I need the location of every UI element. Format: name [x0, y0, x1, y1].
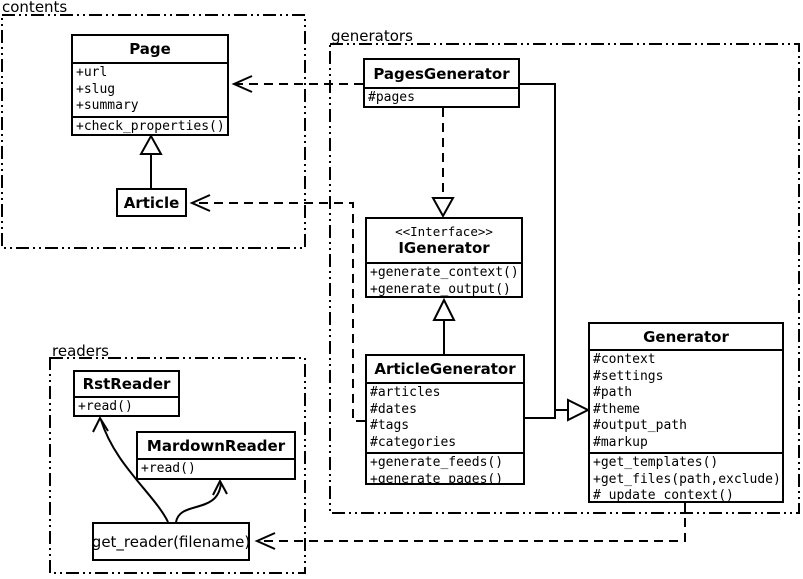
attribute: #markup	[593, 434, 648, 450]
attribute: +url	[76, 65, 108, 80]
class-generator-title: Generator	[590, 324, 782, 349]
edge-article-extends-page	[139, 133, 163, 188]
method: #_update_context()	[593, 488, 734, 503]
method: +generate_feeds()	[370, 455, 504, 470]
attribute: +slug	[76, 81, 116, 97]
class-pagesgenerator: PagesGenerator #pages	[363, 58, 520, 108]
attribute: #context	[593, 352, 656, 367]
class-generator: Generator #context #settings #path #them…	[588, 322, 784, 503]
method: +read()	[78, 399, 133, 414]
attribute: #articles	[370, 385, 441, 400]
class-generator-methods: +get_templates() +get_files(path,exclude…	[590, 452, 782, 503]
package-generators-border	[329, 43, 800, 514]
class-page-attributes: +url +slug +summary	[73, 62, 227, 116]
package-label-generators: generators	[331, 27, 413, 45]
attribute: #dates	[370, 401, 417, 417]
method: +generate_context()	[370, 265, 519, 280]
attribute: #categories	[370, 434, 457, 450]
method: +check_properties()	[76, 118, 225, 134]
class-name: RstReader	[82, 375, 171, 393]
class-name: ArticleGenerator	[374, 360, 516, 378]
edge-getreader-rstreader	[92, 415, 169, 523]
class-mardownreader-title: MardownReader	[138, 433, 294, 458]
class-page: Page +url +slug +summary +check_properti…	[71, 34, 229, 136]
class-articlegenerator-title: ArticleGenerator	[367, 356, 523, 382]
class-rstreader-methods: +read()	[75, 396, 178, 415]
edge-generators-extend-generator	[520, 83, 591, 422]
class-rstreader: RstReader +read()	[73, 370, 180, 417]
attribute: #tags	[370, 418, 410, 433]
edge-pagesgenerator-depends-page	[231, 75, 363, 93]
edge-getreader-mardownreader	[175, 478, 228, 523]
method: +get_templates()	[593, 455, 719, 470]
class-name: MardownReader	[146, 436, 286, 455]
class-igenerator-title: <<Interface>> IGenerator	[367, 219, 521, 262]
class-name: IGenerator	[398, 239, 490, 257]
attribute: +summary	[76, 98, 139, 113]
package-label-contents: contents	[2, 0, 68, 16]
function-get-reader: get_reader(filename)	[92, 522, 250, 561]
method: +read()	[141, 461, 196, 476]
class-articlegenerator: ArticleGenerator #articles #dates #tags …	[365, 354, 525, 485]
package-readers-border	[49, 357, 306, 574]
attribute: #theme	[593, 401, 640, 417]
class-page-methods: +check_properties()	[73, 115, 227, 135]
attribute: #pages	[368, 90, 415, 105]
class-mardownreader: MardownReader +read()	[136, 431, 296, 480]
class-name: Generator	[643, 327, 729, 346]
class-stereotype: <<Interface>>	[395, 224, 493, 239]
class-igenerator: <<Interface>> IGenerator +generate_conte…	[365, 217, 523, 298]
method: +get_files(path,exclude)	[593, 471, 781, 487]
class-articlegenerator-methods: +generate_feeds() +generate_pages()	[367, 452, 523, 485]
class-mardownreader-methods: +read()	[138, 458, 294, 478]
class-page-title: Page	[73, 36, 227, 62]
attribute: #settings	[593, 368, 664, 384]
method: +generate_output()	[370, 281, 511, 297]
method: +generate_pages()	[370, 471, 504, 485]
class-name: Article	[123, 193, 180, 212]
class-name: Page	[129, 40, 171, 58]
edge-pagesgenerator-realizes-igenerator	[431, 108, 455, 219]
class-pagesgenerator-attributes: #pages	[365, 87, 518, 106]
class-pagesgenerator-title: PagesGenerator	[365, 60, 518, 87]
attribute: #path	[593, 385, 633, 400]
function-name: get_reader(filename)	[92, 532, 250, 551]
edge-articlegenerator-depends-article	[189, 194, 365, 422]
class-name: PagesGenerator	[373, 64, 510, 83]
edge-generator-depends-getreader	[254, 503, 686, 550]
package-contents-border	[1, 14, 306, 249]
class-rstreader-title: RstReader	[75, 372, 178, 396]
class-articlegenerator-attributes: #articles #dates #tags #categories	[367, 382, 523, 452]
edge-articlegenerator-extends-igenerator	[432, 297, 456, 354]
attribute: #output_path	[593, 418, 687, 433]
package-label-readers: readers	[52, 342, 109, 360]
class-igenerator-methods: +generate_context() +generate_output()	[367, 262, 521, 297]
class-article: Article	[116, 188, 187, 217]
class-generator-attributes: #context #settings #path #theme #output_…	[590, 349, 782, 452]
